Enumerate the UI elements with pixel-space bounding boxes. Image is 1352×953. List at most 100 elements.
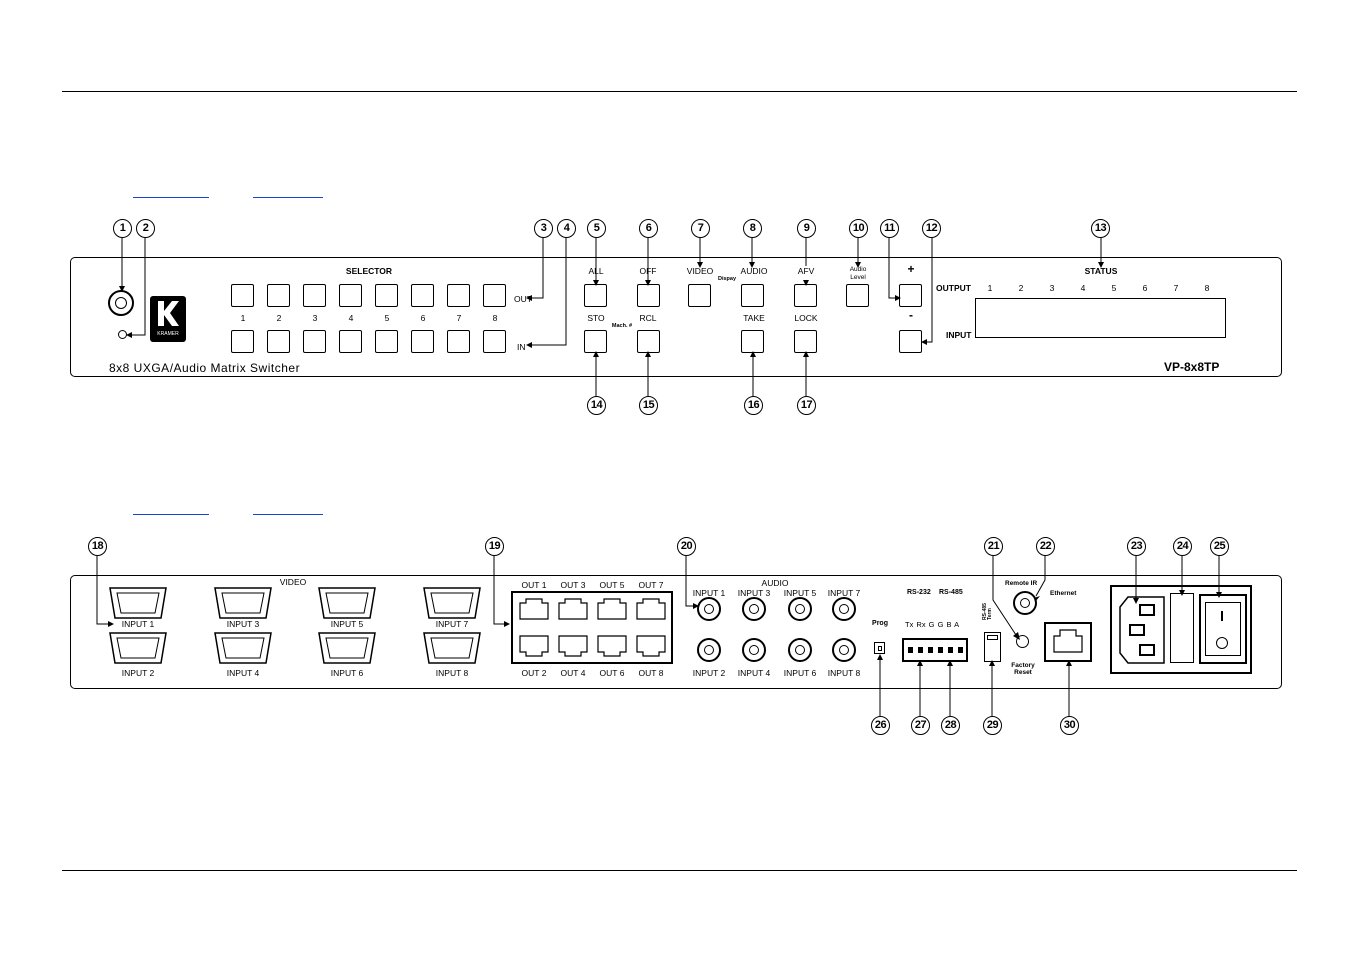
vga-input-label: INPUT 4 xyxy=(226,668,260,678)
output-button-5[interactable] xyxy=(375,284,398,307)
audio-input-label: INPUT 3 xyxy=(737,588,771,598)
rca-audio-input-1[interactable] xyxy=(697,597,721,621)
remote-ir-label: Remote IR xyxy=(1005,580,1038,587)
callout-22: 22 xyxy=(1036,537,1055,556)
callout-16: 16 xyxy=(744,396,763,415)
remote-ir-jack[interactable] xyxy=(1013,591,1037,615)
display-label: Dispay xyxy=(717,276,737,282)
rca-audio-input-7[interactable] xyxy=(832,597,856,621)
logo-text: KRAMER xyxy=(157,331,179,337)
vga-input-label: INPUT 8 xyxy=(435,668,469,678)
audio-button[interactable] xyxy=(741,284,764,307)
input-button-8[interactable] xyxy=(483,330,506,353)
audio-input-label: INPUT 6 xyxy=(783,668,817,678)
output-button-3[interactable] xyxy=(303,284,326,307)
rca-audio-input-6[interactable] xyxy=(788,638,812,662)
prog-label: Prog xyxy=(872,620,888,627)
output-button-7[interactable] xyxy=(447,284,470,307)
input-button-1[interactable] xyxy=(231,330,254,353)
bottom-rule xyxy=(62,870,1297,871)
front-panel xyxy=(70,257,1282,377)
callout-17: 17 xyxy=(797,396,816,415)
callout-3: 3 xyxy=(534,219,553,238)
rj45-out-label: OUT 7 xyxy=(638,580,664,590)
audio-level-button[interactable] xyxy=(846,284,869,307)
device-name: 8x8 UXGA/Audio Matrix Switcher xyxy=(109,361,301,375)
input-button-5[interactable] xyxy=(375,330,398,353)
video-label: VIDEO xyxy=(686,266,714,276)
rj45-out-label: OUT 1 xyxy=(521,580,547,590)
rj45-port-out-6[interactable] xyxy=(596,634,628,658)
callout-27: 27 xyxy=(911,716,930,735)
rj45-port-out-7[interactable] xyxy=(635,597,667,621)
vga-input-label: INPUT 2 xyxy=(121,668,155,678)
ethernet-port[interactable] xyxy=(1052,628,1084,654)
rj45-out-label: OUT 6 xyxy=(599,668,625,678)
power-switch-on-mark xyxy=(1221,611,1223,621)
figure-link-underline[interactable] xyxy=(133,514,209,515)
vga-input-label: INPUT 1 xyxy=(121,619,155,629)
rj45-port-out-5[interactable] xyxy=(596,597,628,621)
audio-input-label: INPUT 5 xyxy=(783,588,817,598)
selector-number: 6 xyxy=(420,313,426,323)
video-section-label: VIDEO xyxy=(279,577,307,587)
in-label: IN xyxy=(517,342,526,352)
power-inlet-icon xyxy=(1119,596,1165,664)
factory-reset-button[interactable] xyxy=(1016,635,1029,648)
figure-link-underline[interactable] xyxy=(133,197,209,198)
rca-audio-input-8[interactable] xyxy=(832,638,856,662)
rj45-port-out-8[interactable] xyxy=(635,634,667,658)
rj45-out-label: OUT 2 xyxy=(521,668,547,678)
out-label: OUT xyxy=(514,294,532,304)
selector-number: 7 xyxy=(456,313,462,323)
video-button[interactable] xyxy=(688,284,711,307)
rj45-port-out-3[interactable] xyxy=(557,597,589,621)
status-display xyxy=(975,298,1226,338)
power-module-frame xyxy=(1110,585,1252,674)
factory-reset-label: Factory Reset xyxy=(1011,662,1035,676)
output-button-6[interactable] xyxy=(411,284,434,307)
terminal-block[interactable] xyxy=(902,638,968,662)
ir-sensor xyxy=(115,297,127,309)
input-button-6[interactable] xyxy=(411,330,434,353)
top-rule xyxy=(62,91,1297,92)
mach-label: Mach. # xyxy=(611,323,633,329)
input-button-2[interactable] xyxy=(267,330,290,353)
rj45-port-out-2[interactable] xyxy=(518,634,550,658)
status-number: 5 xyxy=(1111,283,1117,293)
rca-audio-input-3[interactable] xyxy=(742,597,766,621)
selector-label: SELECTOR xyxy=(345,266,393,276)
take-label: TAKE xyxy=(743,313,765,323)
afv-label: AFV xyxy=(797,266,815,276)
vga-connector-input-7 xyxy=(423,587,481,619)
callout-10: 10 xyxy=(849,219,868,238)
input-button-3[interactable] xyxy=(303,330,326,353)
callout-11: 11 xyxy=(880,219,899,238)
callout-2: 2 xyxy=(136,219,155,238)
input-button-7[interactable] xyxy=(447,330,470,353)
table-link-underline[interactable] xyxy=(253,197,323,198)
output-button-8[interactable] xyxy=(483,284,506,307)
rca-audio-input-4[interactable] xyxy=(742,638,766,662)
selector-number: 3 xyxy=(312,313,318,323)
output-button-2[interactable] xyxy=(267,284,290,307)
input-button-4[interactable] xyxy=(339,330,362,353)
rear-panel xyxy=(70,575,1282,689)
prog-switch[interactable] xyxy=(874,642,885,654)
remote-ir-jack-core xyxy=(1020,598,1030,608)
rj45-port-out-1[interactable] xyxy=(518,597,550,621)
minus-button[interactable] xyxy=(899,330,922,353)
table-link-underline[interactable] xyxy=(253,514,323,515)
power-switch-frame xyxy=(1199,594,1247,664)
rj45-port-out-4[interactable] xyxy=(557,634,589,658)
rca-audio-input-5[interactable] xyxy=(788,597,812,621)
plus-button[interactable] xyxy=(899,284,922,307)
output-button-1[interactable] xyxy=(231,284,254,307)
audio-label: AUDIO xyxy=(740,266,768,276)
output-button-4[interactable] xyxy=(339,284,362,307)
vga-connector-input-1 xyxy=(109,587,167,619)
power-switch[interactable] xyxy=(1205,602,1241,656)
rca-audio-input-2[interactable] xyxy=(697,638,721,662)
rs232-label: RS-232 xyxy=(907,589,931,596)
